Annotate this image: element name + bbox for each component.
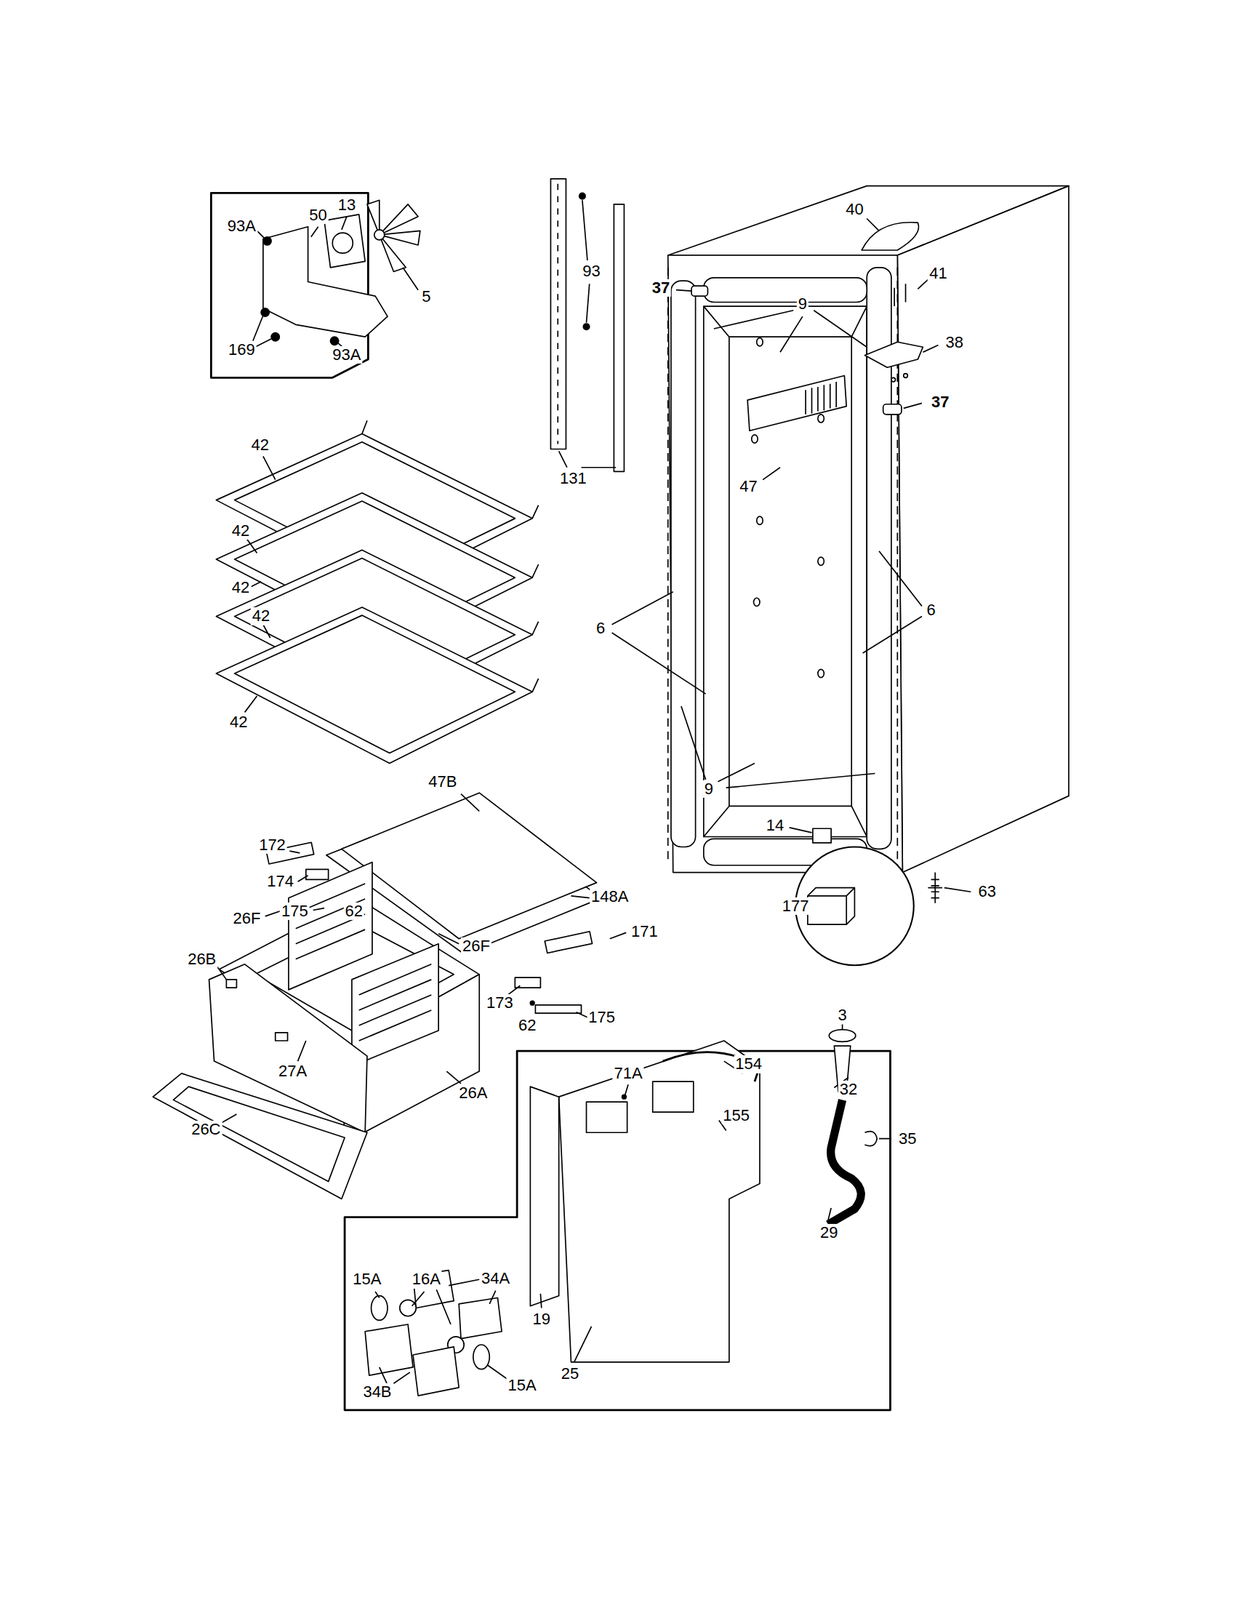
callout-number: 154 xyxy=(733,1054,764,1073)
callout-number: 42 xyxy=(249,436,270,454)
callout-number: 62 xyxy=(343,902,364,920)
callout-number: 62 xyxy=(516,1016,538,1034)
callout-number: 93A xyxy=(330,346,363,364)
callout-number: 15A xyxy=(506,1376,539,1394)
callout-number: 42 xyxy=(228,713,249,731)
callout-number: 13 xyxy=(336,196,357,214)
callout-number: 173 xyxy=(484,993,515,1012)
callout-number: 6 xyxy=(594,619,607,637)
callout-number: 50 xyxy=(307,206,328,224)
callout-number: 177 xyxy=(780,897,811,915)
callout-number: 29 xyxy=(818,1223,840,1242)
callout-number: 32 xyxy=(838,1080,859,1098)
callout-number: 3 xyxy=(836,1006,848,1024)
callout-number: 131 xyxy=(558,469,589,488)
callout-number: 26F xyxy=(231,909,262,927)
callout-number: 42 xyxy=(250,607,272,625)
callout-number: 5 xyxy=(420,287,432,306)
callout-number: 26F xyxy=(460,937,492,955)
callout-number: 37 xyxy=(650,279,672,297)
callout-number: 41 xyxy=(927,264,949,283)
callout-number: 9 xyxy=(703,779,715,797)
callout-number: 169 xyxy=(226,340,257,359)
callout-number: 25 xyxy=(559,1363,581,1382)
callout-number: 40 xyxy=(844,200,865,219)
callout-number: 42 xyxy=(230,521,251,539)
callout-number: 6 xyxy=(924,601,937,619)
callout-number: 38 xyxy=(944,333,965,352)
callout-number: 42 xyxy=(230,578,251,597)
callout-number: 19 xyxy=(531,1310,552,1328)
callout-number: 14 xyxy=(764,816,786,834)
callout-number: 175 xyxy=(279,902,310,920)
callout-number: 93A xyxy=(226,217,258,235)
callout-number: 34B xyxy=(361,1382,393,1401)
callout-number: 174 xyxy=(265,872,296,890)
callout-number: 34A xyxy=(479,1269,512,1287)
callout-number: 172 xyxy=(257,836,288,854)
callout-number: 175 xyxy=(586,1008,617,1026)
callout-number: 9 xyxy=(796,295,809,313)
callout-number: 26A xyxy=(457,1084,489,1102)
callout-number: 16A xyxy=(410,1270,443,1288)
callout-number: 171 xyxy=(629,922,660,941)
callout-number: 26C xyxy=(189,1120,222,1138)
callout-number: 71A xyxy=(612,1064,644,1082)
callout-number: 35 xyxy=(897,1129,918,1148)
callout-number: 155 xyxy=(721,1105,752,1124)
callout-number: 47B xyxy=(426,772,459,791)
callout-number: 27A xyxy=(277,1062,309,1080)
callout-number: 148A xyxy=(589,887,630,906)
callout-number: 26B xyxy=(186,950,218,968)
callout-number: 47 xyxy=(737,477,759,496)
callout-number: 37 xyxy=(929,393,951,411)
callout-number: 63 xyxy=(977,882,998,901)
callout-number: 93 xyxy=(580,262,602,280)
callout-number: 15A xyxy=(351,1270,383,1288)
